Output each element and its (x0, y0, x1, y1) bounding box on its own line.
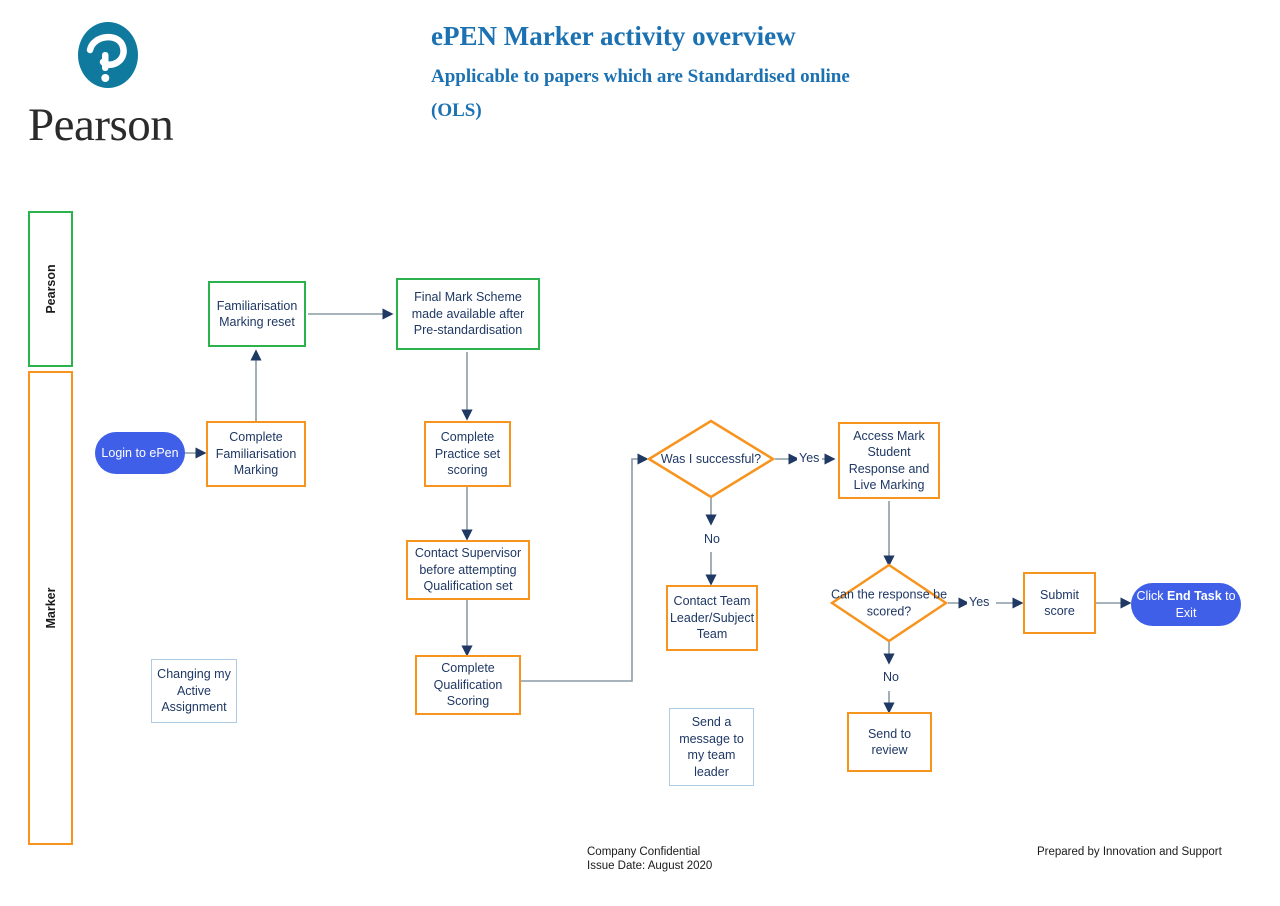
node-complete-familiarisation-marking[interactable]: Complete Familiarisation Marking (206, 421, 306, 487)
edge-label-successful-yes: Yes (797, 451, 822, 465)
pearson-p-icon (76, 22, 140, 92)
end-task-suffix: to Exit (1175, 589, 1236, 620)
node-contact-supervisor[interactable]: Contact Supervisor before attempting Qua… (406, 540, 530, 600)
footer-confidential: Company Confidential (587, 846, 701, 858)
swimlane-label-marker: Marker (43, 587, 58, 629)
swimlane-pearson: Pearson (28, 211, 73, 367)
node-was-i-successful-label: Was I successful? (660, 451, 762, 466)
footer-issue-date: Issue Date: August 2020 (587, 860, 713, 872)
node-login-to-epen[interactable]: Login to ePen (95, 432, 185, 474)
node-can-the-response-be-scored-label: Can the response be scored? (830, 587, 948, 619)
node-changing-my-active-assignment[interactable]: Changing my Active Assignment (151, 659, 237, 723)
end-task-bold: End Task (1167, 589, 1222, 603)
node-complete-qualification-scoring[interactable]: Complete Qualification Scoring (415, 655, 521, 715)
node-complete-practice-set-scoring[interactable]: Complete Practice set scoring (424, 421, 511, 487)
title-block: ePEN Marker activity overview Applicable… (431, 18, 991, 128)
node-submit-score[interactable]: Submit score (1023, 572, 1096, 634)
node-can-the-response-be-scored[interactable]: Can the response be scored? (830, 563, 948, 643)
node-click-end-task-to-exit[interactable]: Click End Task to Exit (1131, 583, 1241, 626)
edge-label-scored-yes: Yes (967, 595, 992, 609)
node-final-mark-scheme[interactable]: Final Mark Scheme made available after P… (396, 278, 540, 350)
footer-prepared-by: Prepared by Innovation and Support (1037, 846, 1222, 858)
page-title: ePEN Marker activity overview (431, 21, 796, 51)
edge-label-successful-no: No (702, 532, 722, 546)
node-send-a-message-to-my-team-leader[interactable]: Send a message to my team leader (669, 708, 754, 786)
swimlane-marker: Marker (28, 371, 73, 845)
node-familiarisation-marking-reset[interactable]: Familiarisation Marking reset (208, 281, 306, 347)
footer-left: Company Confidential Issue Date: August … (587, 845, 712, 873)
swimlane-label-pearson: Pearson (43, 264, 58, 314)
pearson-logo: Pearson (28, 22, 228, 152)
node-contact-team-leader[interactable]: Contact Team Leader/Subject Team (666, 585, 758, 651)
pearson-wordmark: Pearson (28, 99, 174, 151)
end-task-text: Click End Task to Exit (1135, 588, 1237, 621)
node-access-mark-student-response[interactable]: Access Mark Student Response and Live Ma… (838, 422, 940, 499)
node-was-i-successful[interactable]: Was I successful? (647, 419, 775, 499)
node-send-to-review[interactable]: Send to review (847, 712, 932, 772)
end-task-prefix: Click (1136, 589, 1167, 603)
page-subtitle: Applicable to papers which are Standardi… (431, 66, 850, 121)
edge-label-scored-no: No (881, 670, 901, 684)
